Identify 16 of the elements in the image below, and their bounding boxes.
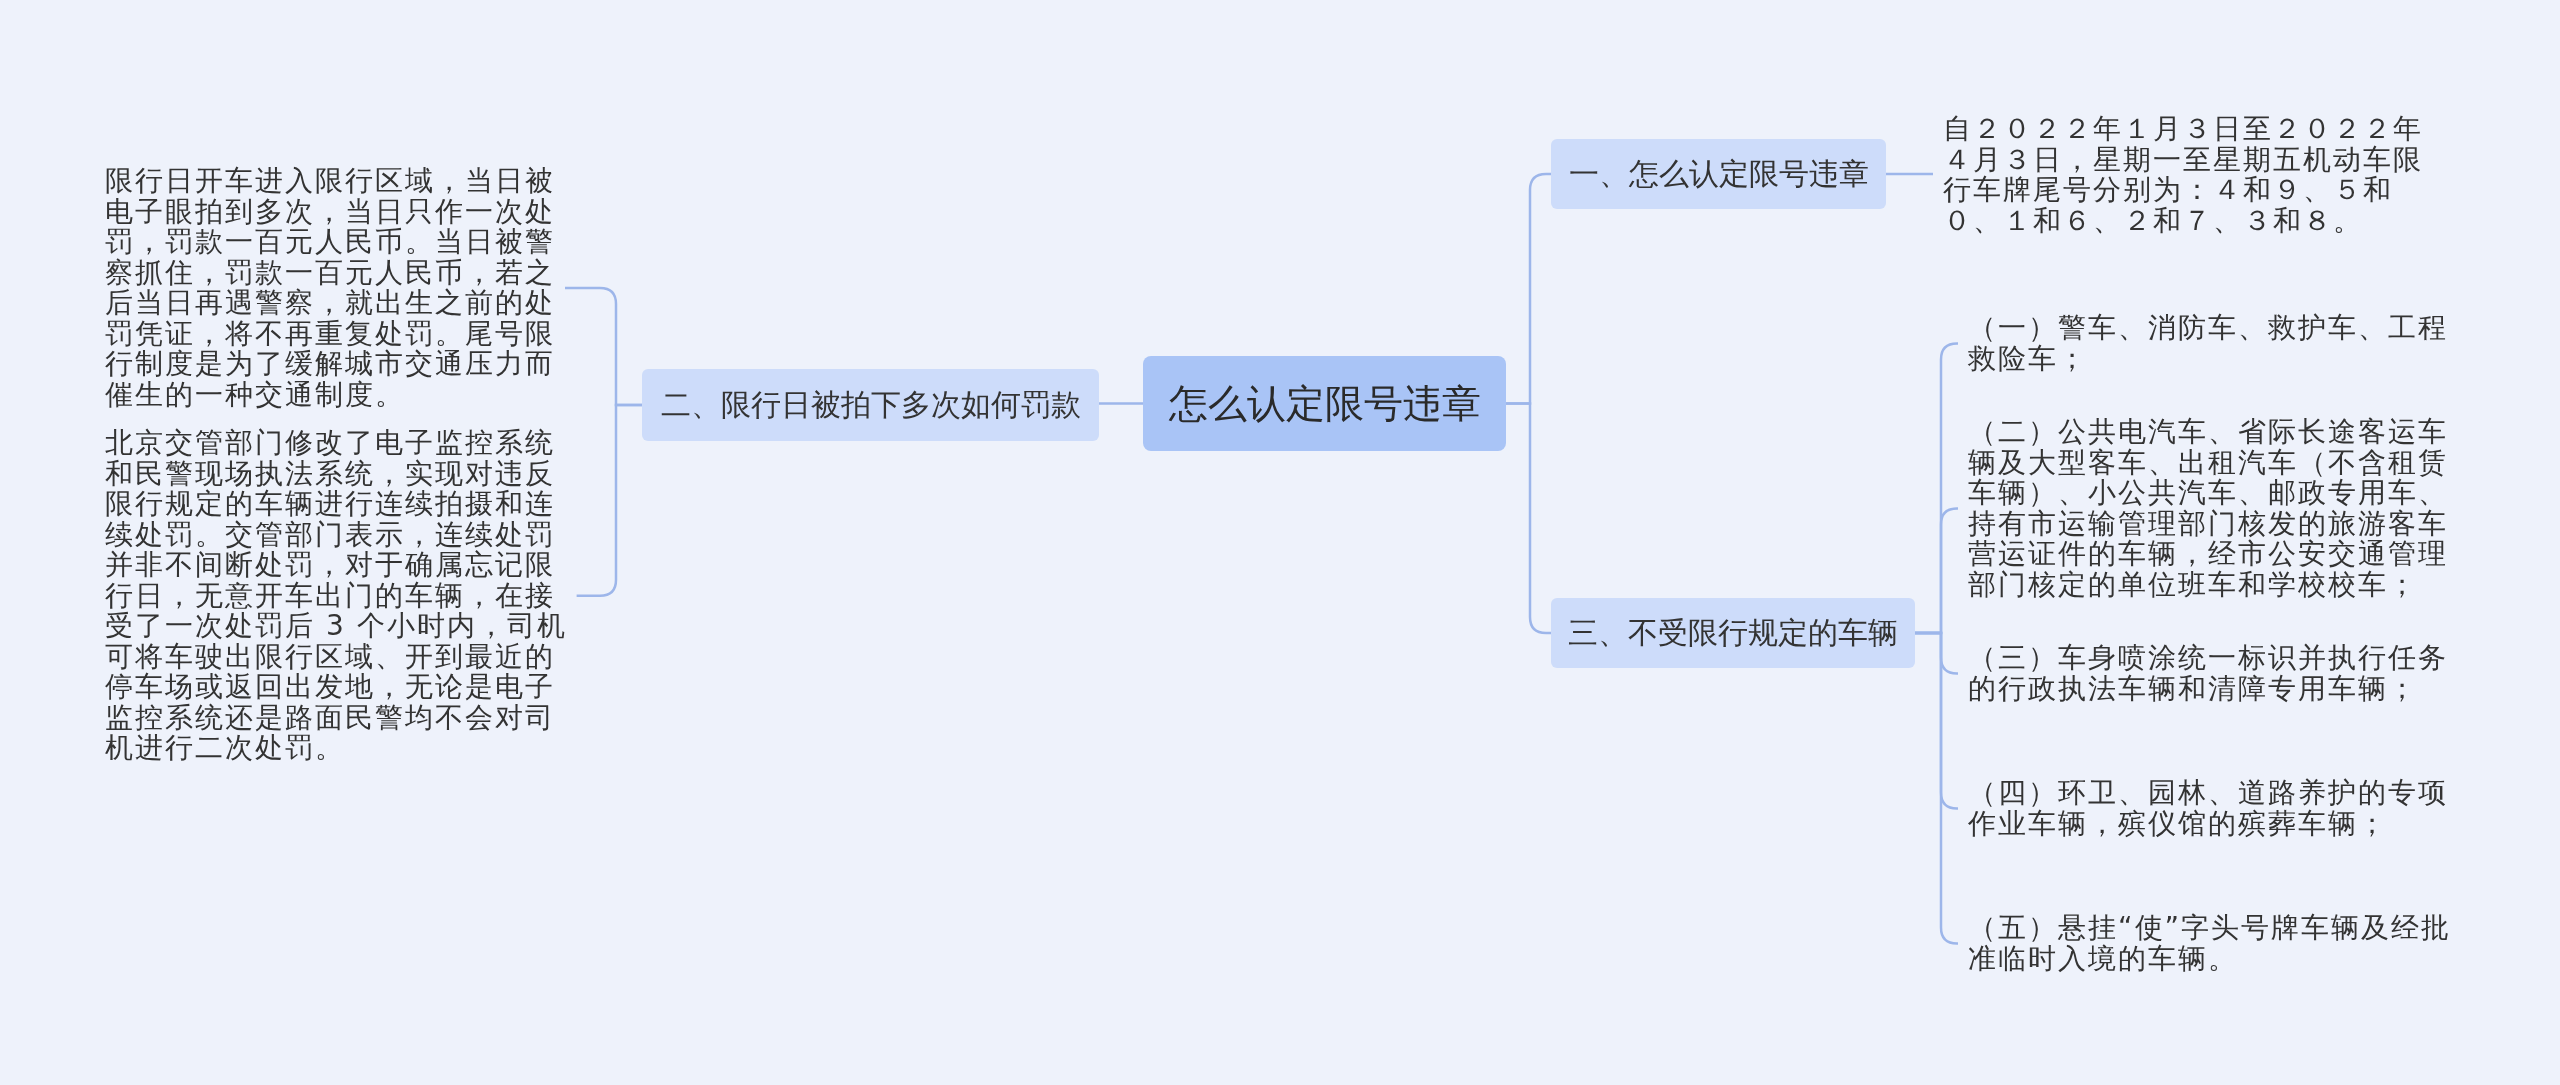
connector-line <box>576 403 642 597</box>
note-text: （四）环卫、园林、道路养护的专项作业车辆，殡仪馆的殡葬车辆； <box>1968 778 2468 839</box>
topic-box: 三、不受限行规定的车辆 <box>1551 598 1915 668</box>
note-text: 自２０２２年１月３日至２０２２年４月３日，星期一至星期五机动车限行车牌尾号分别为：４和９、５和０、１和６、２和７、３和８。 <box>1943 114 2443 236</box>
note-text: 限行日开车进入限行区域，当日被电子眼拍到多次，当日只作一次处罚，罚款一百元人民币。当日被警察抓住，罚款一百元人民币，若之后当日再遇警察，就出生之前的处罚凭证，将不再重复处罚。尾号限行制度是为了缓解城市交通压力而催生的一种交通制度。 <box>105 166 575 410</box>
note-text: （五）悬挂“使”字头号牌车辆及经批准临时入境的车辆。 <box>1968 913 2468 974</box>
topic-box: 二、限行日被拍下多次如何罚款 <box>642 369 1099 441</box>
connector-line <box>1099 402 1143 405</box>
note-text: （三）车身喷涂统一标识并执行任务的行政执法车辆和清障专用车辆； <box>1968 643 2468 704</box>
connector-line <box>1886 172 1933 176</box>
central-topic-box: 怎么认定限号违章 <box>1143 356 1506 451</box>
note-text: （二）公共电汽车、省际长途客运车辆及大型客车、出租汽车（不含租赁车辆）、小公共汽车、邮政专用车、持有市运输管理部门核发的旅游客车营运证件的车辆，经市公安交通管理部门核定的单位班车和学校校车； <box>1968 417 2468 600</box>
connector-line <box>1915 631 1959 945</box>
note-text: 北京交管部门修改了电子监控系统和民警现场执法系统，实现对违反限行规定的车辆进行连续拍摄和连续处罚。交管部门表示，连续处罚并非不间断处罚，对于确属忘记限行日，无意开车出门的车辆，在接受了一次处罚后 3 个小时内，司机可将车驶出限行区域、开到最近的停车场或返回出发地，无论是电子监控系统还是路面民警均不会对司机进行二次处罚。 <box>105 428 575 764</box>
topic-box: 一、怎么认定限号违章 <box>1551 139 1886 209</box>
note-text: （一）警车、消防车、救护车、工程救险车； <box>1968 313 2468 374</box>
